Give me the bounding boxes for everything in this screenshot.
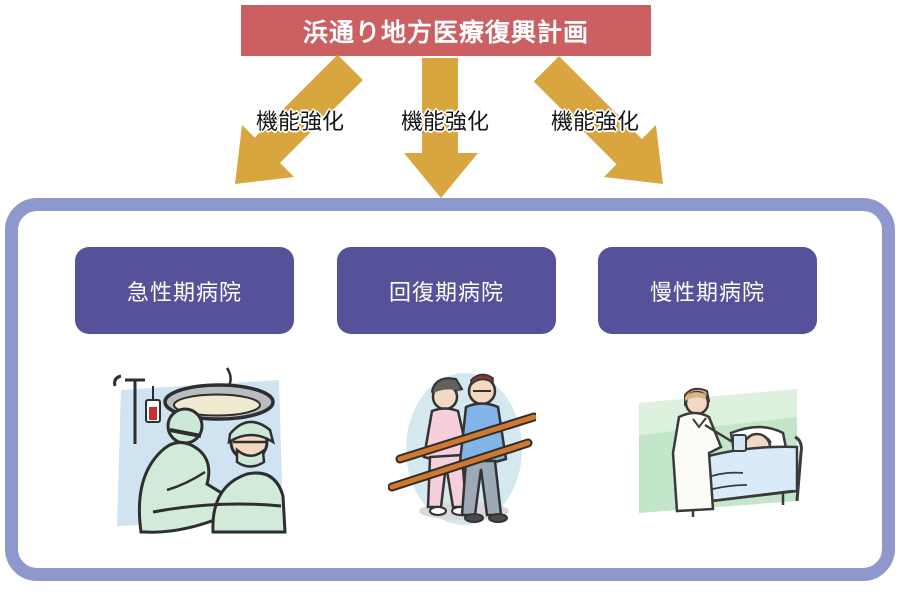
rehabilitation-parallel-bars-icon	[388, 373, 536, 525]
arrow-label-left: 機能強化	[256, 109, 345, 134]
plan-title: 浜通り地方医療復興計画	[302, 18, 589, 47]
hospital-box-label: 回復期病院	[388, 279, 504, 305]
plan-title-banner: 浜通り地方医療復興計画	[241, 5, 651, 56]
hospital-box-recovery: 回復期病院	[337, 247, 556, 334]
surgery-scene-icon	[113, 367, 287, 534]
hospital-box-label: 慢性期病院	[649, 279, 765, 305]
function-strengthen-arrow-left	[209, 42, 377, 210]
down-arrow-icon	[404, 58, 478, 198]
nurse-bedside-care-icon	[639, 387, 803, 517]
hospital-box-label: 急性期病院	[126, 279, 242, 305]
arrow-label-right: 機能強化	[551, 109, 640, 134]
bedside-care-illustration	[633, 383, 805, 523]
hospital-box-acute: 急性期病院	[75, 247, 294, 334]
down-arrow-icon	[533, 56, 663, 184]
hospital-box-chronic: 慢性期病院	[598, 247, 817, 334]
arrow-label-middle: 機能強化	[401, 109, 490, 134]
down-arrow-icon	[235, 54, 363, 184]
function-strengthen-arrow-right	[521, 42, 689, 210]
function-strengthen-arrow-middle	[404, 58, 478, 198]
surgery-scene-illustration	[97, 360, 293, 538]
rehabilitation-illustration	[388, 361, 536, 535]
